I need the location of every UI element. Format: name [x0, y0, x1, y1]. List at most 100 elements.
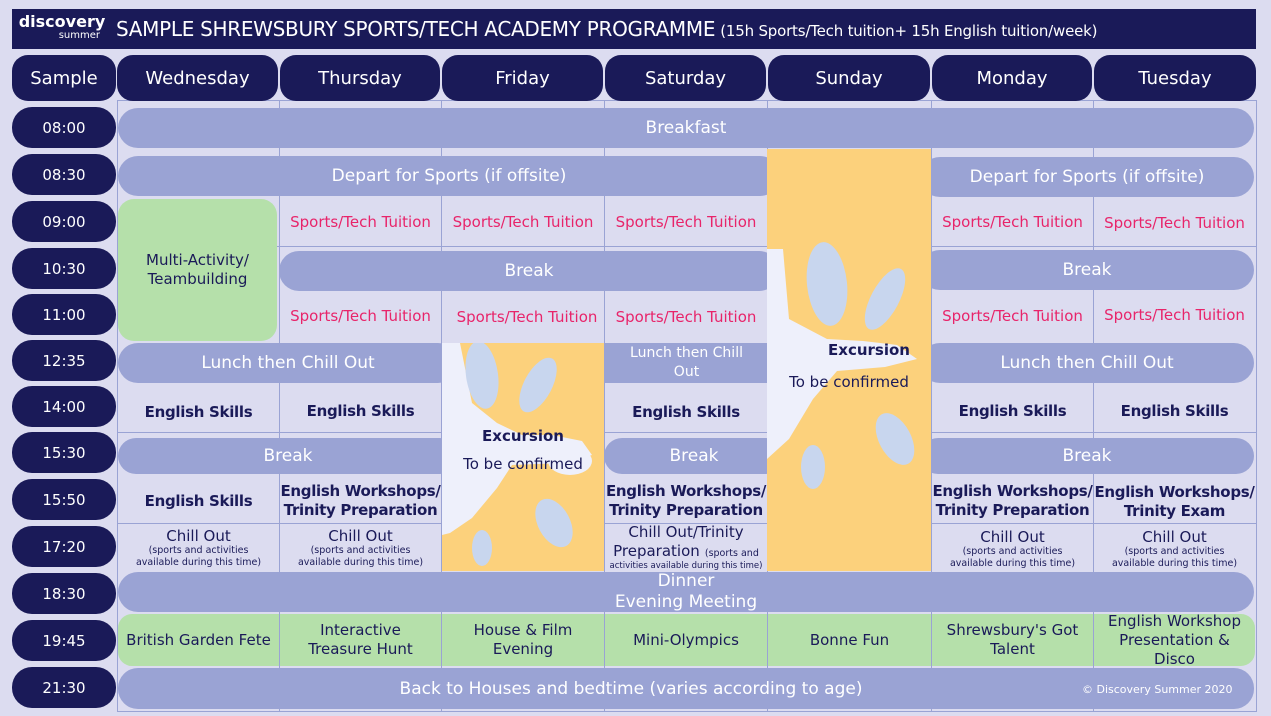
evening-tue: English Workshop Presentation & Disco	[1094, 612, 1255, 668]
time-1830: 18:30	[12, 573, 116, 614]
sports-fri-1100: Sports/Tech Tuition	[456, 308, 598, 326]
excursion-sunday: Excursion To be confirmed	[767, 149, 931, 571]
time-1720: 17:20	[12, 526, 116, 567]
logo-sub: summer	[58, 30, 100, 41]
time-1030: 10:30	[12, 248, 116, 289]
evening-mon: Shrewsbury's Got Talent	[932, 614, 1093, 666]
workshop-sat-line2: Trinity Preparation	[609, 500, 763, 519]
time-0800: 08:00	[12, 107, 116, 148]
time-1945: 19:45	[12, 620, 116, 661]
splash-graphic-friday	[442, 343, 592, 566]
title-bar: discovery summer SAMPLE SHREWSBURY SPORT…	[12, 9, 1256, 49]
sports-thu-0900: Sports/Tech Tuition	[290, 213, 431, 231]
lunch-band-left: Lunch then Chill Out	[118, 343, 458, 383]
evening-wed: British Garden Fete	[118, 614, 279, 666]
chill-sat-sub-b: activities available during this time)	[609, 561, 763, 571]
time-1235: 12:35	[12, 340, 116, 381]
bedtime-band: Back to Houses and bedtime (varies accor…	[118, 668, 1254, 709]
time-1550: 15:50	[12, 479, 116, 520]
break-band-1530-right: Break	[920, 438, 1254, 474]
copyright-notice: © Discovery Summer 2020	[1082, 683, 1233, 696]
header-monday: Monday	[932, 55, 1092, 101]
workshop-mon-line1: English Workshops/	[932, 481, 1093, 500]
page-title: SAMPLE SHREWSBURY SPORTS/TECH ACADEMY PR…	[116, 17, 1097, 41]
time-1400: 14:00	[12, 386, 116, 427]
dinner-label: Dinner	[657, 571, 715, 591]
sports-tue-1100: Sports/Tech Tuition	[1104, 306, 1245, 324]
evening-fri: House & Film Evening	[442, 614, 604, 666]
chill-tue-sub: (sports and activities available during …	[1111, 545, 1238, 569]
workshop-thu-line1: English Workshops/	[280, 481, 441, 500]
splash-graphic-sunday	[767, 242, 917, 489]
excursion-friday: Excursion To be confirmed	[442, 343, 604, 571]
logo-word: discovery	[18, 12, 106, 31]
workshop-sat-line1: English Workshops/	[605, 481, 767, 500]
excursion-friday-sub: To be confirmed	[463, 455, 583, 473]
chill-mon-sub: (sports and activities available during …	[949, 545, 1076, 569]
chill-tue-title: Chill Out	[1142, 527, 1207, 546]
workshop-sat: English Workshops/ Trinity Preparation	[605, 478, 767, 523]
evening-thu: Interactive Treasure Hunt	[280, 614, 441, 666]
chill-wed: Chill Out (sports and activities availab…	[118, 525, 279, 571]
lunch-band-saturday: Lunch then Chill Out	[604, 343, 769, 383]
lunch-band-right: Lunch then Chill Out	[920, 343, 1254, 383]
header-wednesday: Wednesday	[117, 55, 278, 101]
english-thu-1400: English Skills	[306, 402, 415, 420]
english-wed-1550: English Skills	[144, 491, 253, 510]
time-1100: 11:00	[12, 294, 116, 335]
header-friday: Friday	[442, 55, 603, 101]
chill-mon-title: Chill Out	[980, 527, 1045, 546]
multi-activity-block: Multi-Activity/ Teambuilding	[118, 199, 277, 341]
chill-sat-sub-a: (sports and	[704, 548, 759, 559]
chill-thu-title: Chill Out	[328, 526, 393, 545]
english-wed-1400: English Skills	[144, 403, 253, 421]
time-1530: 15:30	[12, 432, 116, 473]
chill-wed-sub: (sports and activities available during …	[135, 544, 262, 568]
english-mon-1400: English Skills	[958, 402, 1067, 420]
evening-meeting-label: Evening Meeting	[614, 592, 758, 612]
workshop-mon-line2: Trinity Preparation	[935, 500, 1090, 519]
header-sunday: Sunday	[768, 55, 930, 101]
excursion-friday-text: Excursion To be confirmed	[442, 423, 604, 477]
chill-thu-sub: (sports and activities available during …	[297, 544, 424, 568]
chill-tue: Chill Out (sports and activities availab…	[1094, 526, 1255, 572]
sports-fri-0900: Sports/Tech Tuition	[452, 213, 594, 231]
sports-thu-1100: Sports/Tech Tuition	[290, 307, 431, 325]
time-2130: 21:30	[12, 667, 116, 708]
excursion-friday-title: Excursion	[482, 427, 564, 445]
break-band-1530-left: Break	[118, 438, 458, 474]
header-sample: Sample	[12, 55, 116, 101]
chill-sat-title: Chill Out/Trinity	[628, 523, 744, 541]
chill-thu: Chill Out (sports and activities availab…	[280, 525, 441, 571]
excursion-sunday-text: Excursion To be confirmed	[767, 339, 931, 393]
time-0830: 08:30	[12, 154, 116, 195]
chill-wed-title: Chill Out	[166, 526, 231, 545]
break-band-1030-right: Break	[920, 250, 1254, 290]
depart-band-right: Depart for Sports (if offsite)	[920, 157, 1254, 197]
break-band-1530-sat: Break	[604, 438, 784, 474]
excursion-sunday-sub: To be confirmed	[789, 373, 909, 391]
sports-sat-1100: Sports/Tech Tuition	[615, 308, 757, 326]
sports-tue-0900: Sports/Tech Tuition	[1104, 214, 1245, 232]
header-thursday: Thursday	[280, 55, 440, 101]
title-sub: (15h Sports/Tech tuition+ 15h English tu…	[720, 22, 1098, 40]
workshop-tue: English Workshops/ Trinity Exam	[1094, 479, 1255, 524]
evening-sat: Mini-Olympics	[605, 614, 767, 666]
brand-logo: discovery summer	[18, 13, 106, 45]
chill-sat: Chill Out/Trinity Preparation (sports an…	[605, 523, 767, 572]
english-sat-1400: English Skills	[632, 403, 740, 421]
sports-mon-1100: Sports/Tech Tuition	[942, 307, 1083, 325]
header-saturday: Saturday	[605, 55, 766, 101]
header-tuesday: Tuesday	[1094, 55, 1256, 101]
excursion-sunday-title: Excursion	[828, 341, 910, 359]
chill-mon: Chill Out (sports and activities availab…	[932, 526, 1093, 572]
workshop-thu: English Workshops/ Trinity Preparation	[280, 478, 441, 523]
break-band-1030-left: Break	[279, 251, 779, 291]
english-tue-1400: English Skills	[1120, 402, 1229, 420]
title-main: SAMPLE SHREWSBURY SPORTS/TECH ACADEMY PR…	[116, 17, 716, 41]
workshop-mon: English Workshops/ Trinity Preparation	[932, 478, 1093, 523]
chill-sat-title2: Preparation	[613, 542, 700, 560]
evening-sun: Bonne Fun	[768, 614, 931, 666]
dinner-band: Dinner Evening Meeting	[118, 571, 1254, 612]
chill-sat-line2: Preparation (sports and	[613, 541, 759, 560]
